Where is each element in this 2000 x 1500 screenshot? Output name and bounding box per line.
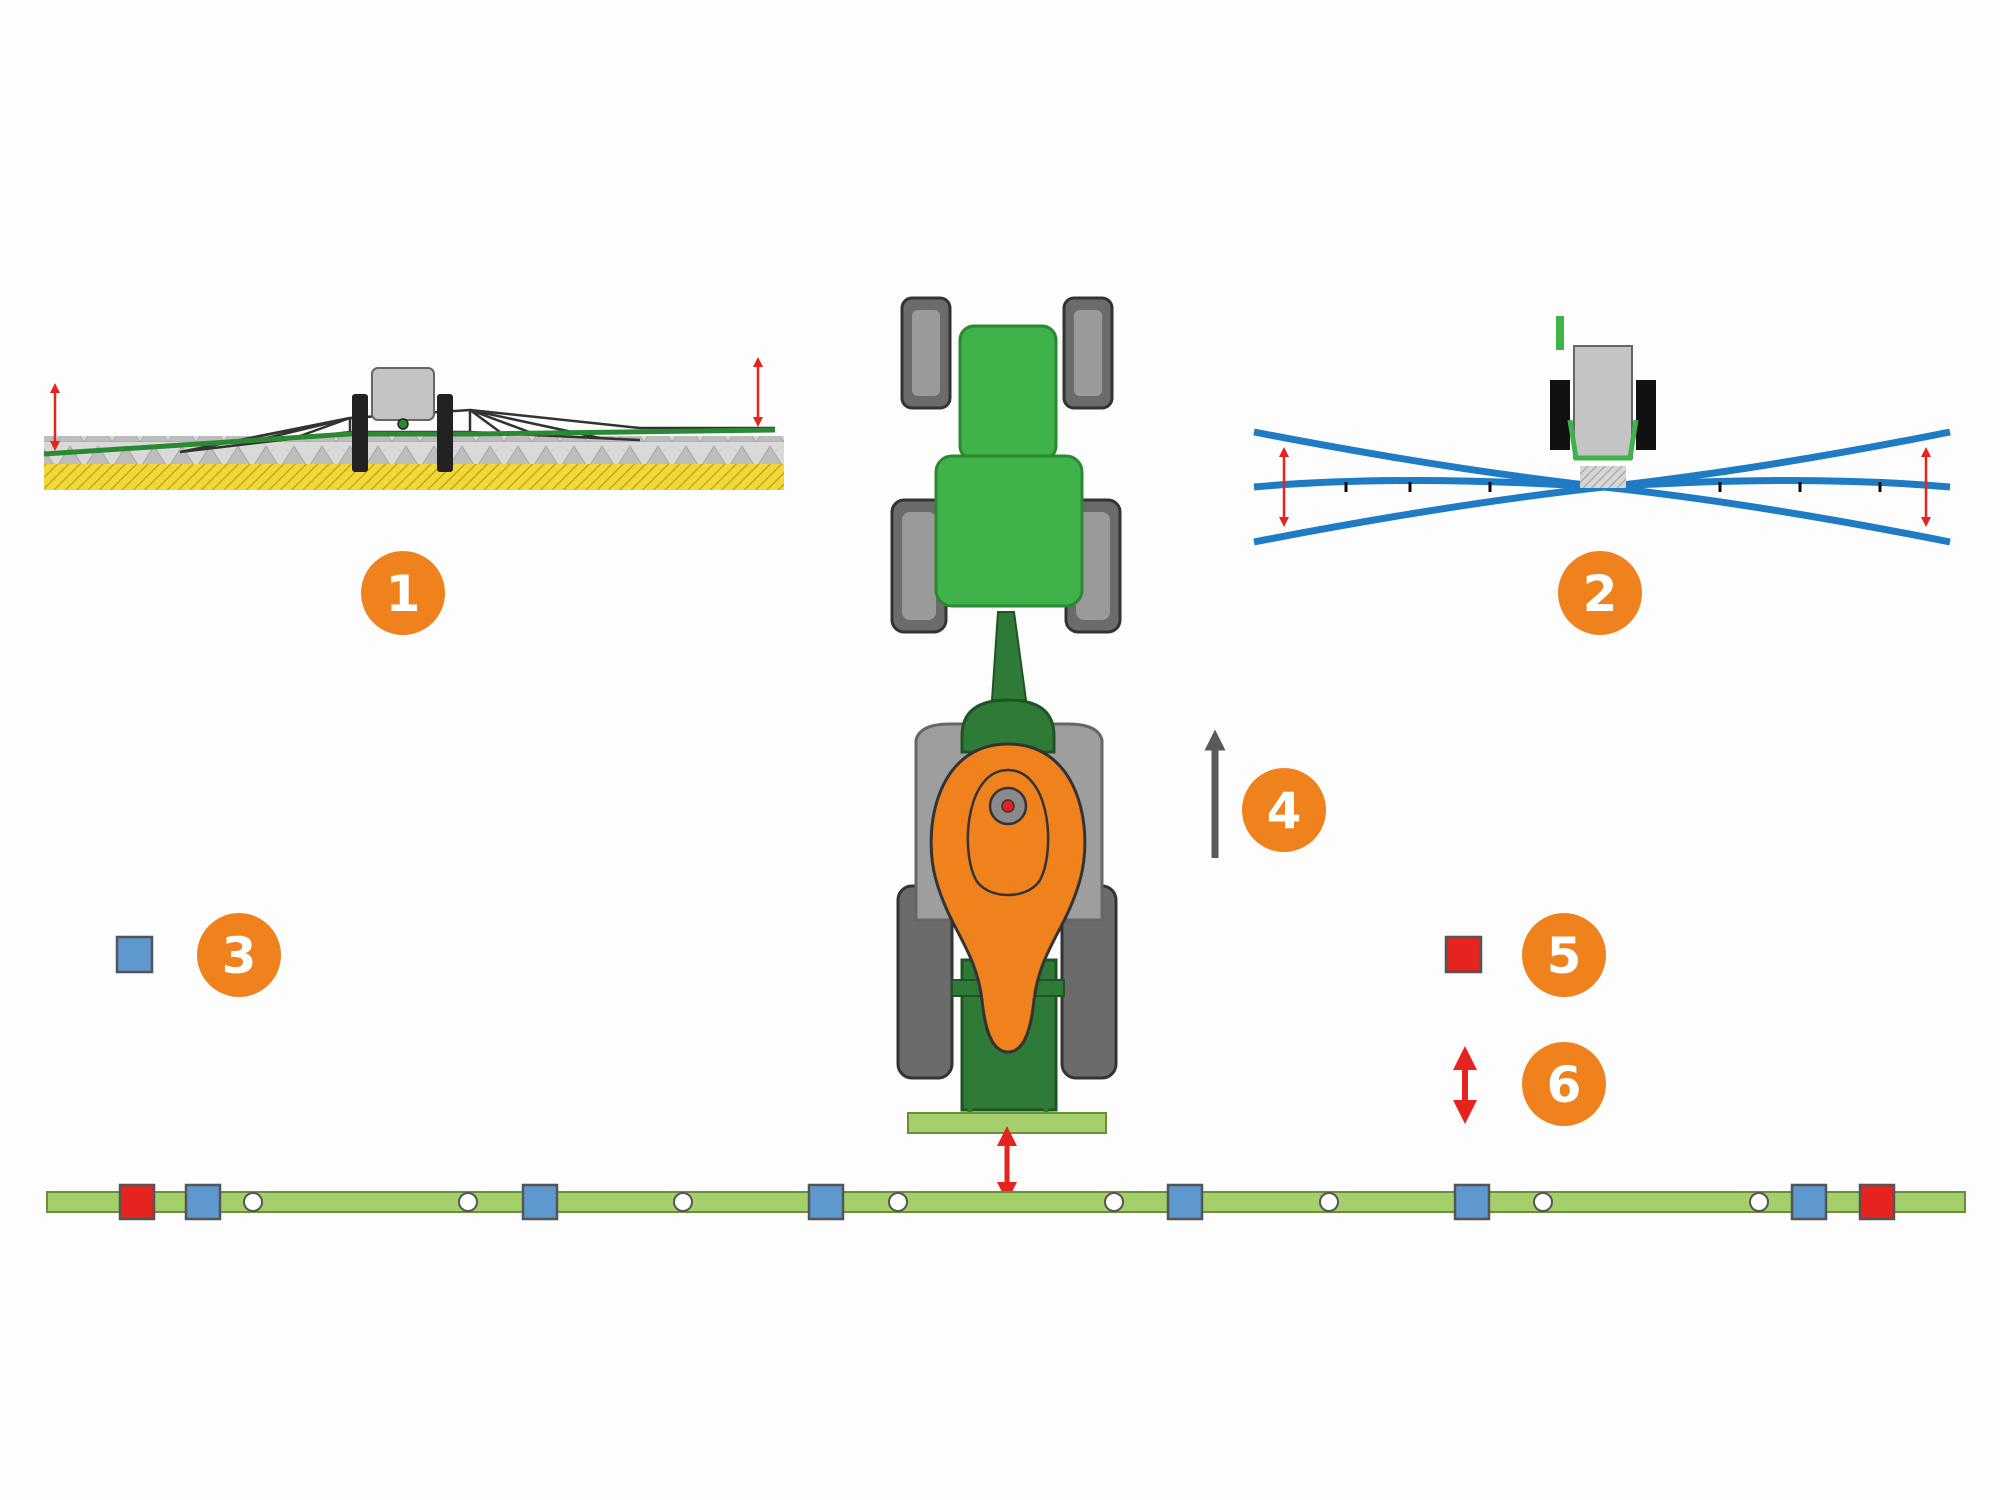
badge-1: 1 <box>361 551 445 635</box>
badge-3: 3 <box>197 913 281 997</box>
boom-center-pivot <box>397 418 409 430</box>
boom-sensors <box>118 1183 1896 1221</box>
boom-nozzle <box>1319 1192 1339 1212</box>
boom-mount <box>1580 466 1626 488</box>
side-view-panel <box>43 357 784 490</box>
legend-red-sensor-icon <box>1444 935 1483 974</box>
boom-nozzle <box>458 1192 478 1212</box>
rear-left-wheel <box>1550 380 1570 450</box>
sprayer-front-frame <box>960 698 1056 754</box>
badge-2: 2 <box>1558 551 1642 635</box>
spray-boom <box>46 1191 1966 1213</box>
drawbar <box>990 611 1028 701</box>
soil-layer <box>44 462 784 490</box>
badge-1-label: 1 <box>386 565 421 623</box>
boom-lowered-position <box>1253 483 1951 546</box>
boom-nozzle <box>1104 1192 1124 1212</box>
rear-view-panel <box>1253 316 1951 546</box>
crop-layer <box>44 436 784 464</box>
boom-blue-sensor <box>1453 1183 1491 1221</box>
boom-blue-sensor <box>521 1183 559 1221</box>
boom-blue-sensor <box>807 1183 845 1221</box>
sprayer-tank <box>371 367 435 421</box>
badge-3-label: 3 <box>222 927 257 985</box>
badge-2-label: 2 <box>1583 565 1618 623</box>
tractor-top-view <box>890 296 1122 634</box>
sprayer-top-view <box>896 611 1118 1134</box>
left-wheel <box>352 394 368 472</box>
boom-blue-sensor <box>1790 1183 1828 1221</box>
boom-nozzle <box>243 1192 263 1212</box>
boom-red-sensor <box>118 1183 156 1221</box>
tractor-cab <box>934 454 1084 608</box>
center-boom-section <box>907 1112 1107 1134</box>
badge-6: 6 <box>1522 1042 1606 1126</box>
boom-blue-sensor <box>184 1183 222 1221</box>
boom-blue-sensor <box>1166 1183 1204 1221</box>
badge-5: 5 <box>1522 913 1606 997</box>
tractor-hood <box>958 324 1058 462</box>
badge-4-label: 4 <box>1267 782 1302 840</box>
boom-bar-top-view <box>46 1183 1966 1221</box>
legend-blue-sensor-icon <box>115 935 154 974</box>
badge-4: 4 <box>1242 768 1326 852</box>
boom-nozzle <box>888 1192 908 1212</box>
tank-vent <box>1556 316 1564 350</box>
rear-right-wheel <box>1636 380 1656 450</box>
boom-nozzle <box>1533 1192 1553 1212</box>
boom-nozzle <box>673 1192 693 1212</box>
boom-red-sensor <box>1858 1183 1896 1221</box>
badge-6-label: 6 <box>1547 1056 1582 1114</box>
rear-tank <box>1573 345 1633 459</box>
badge-5-label: 5 <box>1547 927 1582 985</box>
right-wheel <box>437 394 453 472</box>
boom-line <box>43 427 776 457</box>
boom-nozzle <box>1749 1192 1769 1212</box>
